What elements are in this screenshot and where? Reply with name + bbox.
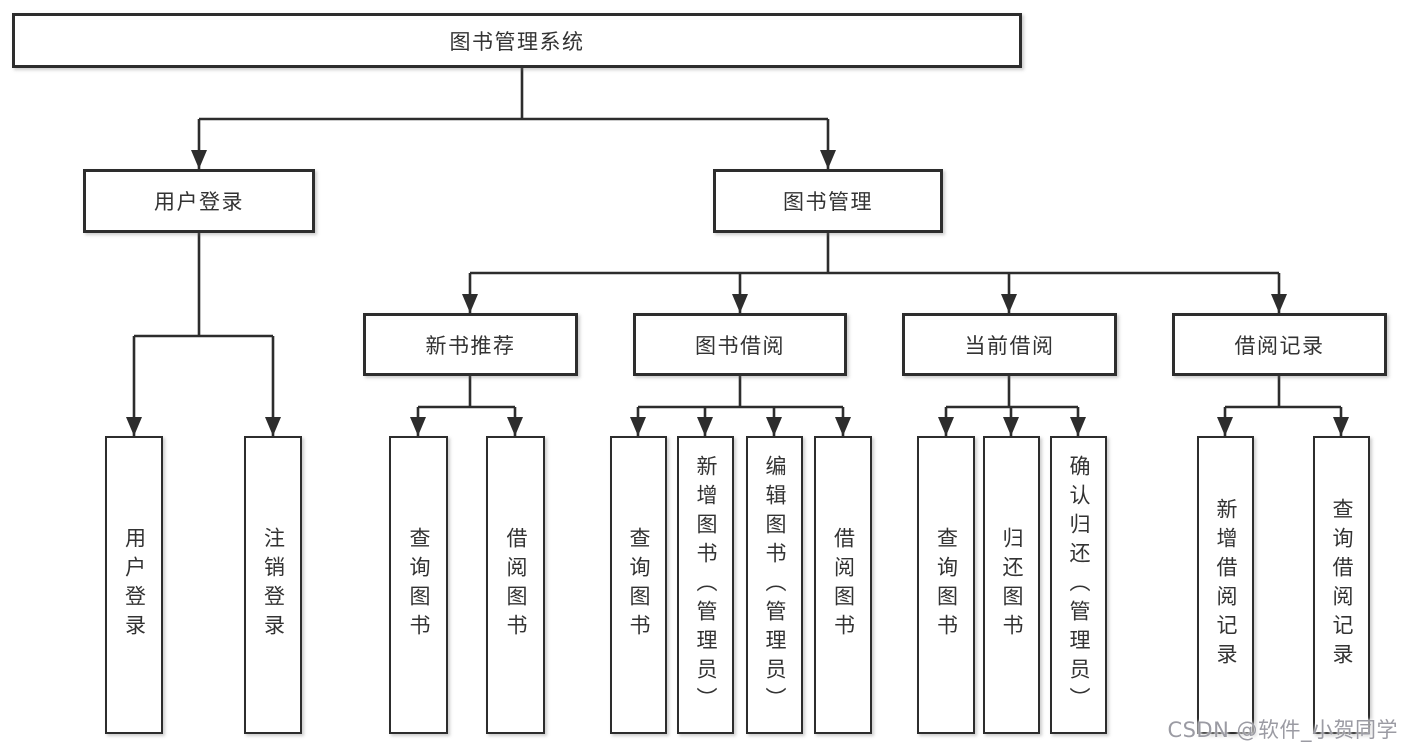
leaf-return-books-label: 归还图书 (1000, 527, 1024, 643)
node-book-management: 图书管理 (713, 169, 943, 233)
leaf-user-login-label: 用户登录 (122, 527, 147, 643)
leaf-borrow-books-b-label: 借阅图书 (831, 527, 856, 643)
leaf-add-books-admin: 新增图书（管理员） (677, 436, 734, 734)
node-current-borrow: 当前借阅 (902, 313, 1117, 376)
leaf-borrow-books-a-label: 借阅图书 (504, 527, 528, 643)
leaf-query-books-c: 查询图书 (917, 436, 975, 734)
leaf-borrow-books-b: 借阅图书 (814, 436, 872, 734)
connector-new-book-recommend-children (418, 376, 515, 409)
leaf-query-borrow-record: 查询借阅记录 (1313, 436, 1370, 734)
node-book-borrow: 图书借阅 (633, 313, 847, 376)
leaf-logout-login: 注销登录 (244, 436, 302, 734)
leaf-add-borrow-record: 新增借阅记录 (1197, 436, 1254, 734)
node-root: 图书管理系统 (12, 13, 1022, 68)
csdn-watermark: CSDN @软件_小贺同学 (1167, 718, 1398, 742)
leaf-user-login: 用户登录 (105, 436, 163, 734)
connector-current-borrow-children (946, 376, 1078, 409)
leaf-edit-books-admin-label: 编辑图书（管理员） (763, 454, 787, 716)
leaf-add-books-admin-label: 新增图书（管理员） (694, 454, 718, 716)
leaf-confirm-return-admin-label: 确认归还（管理员） (1067, 454, 1091, 716)
node-new-book-recommend: 新书推荐 (363, 313, 578, 376)
leaf-query-books-c-label: 查询图书 (934, 527, 959, 643)
connector-book-borrow-children (638, 376, 843, 409)
leaf-query-books-a-label: 查询图书 (407, 527, 431, 643)
leaf-confirm-return-admin: 确认归还（管理员） (1050, 436, 1107, 734)
node-user-login: 用户登录 (83, 169, 315, 233)
leaf-borrow-books-a: 借阅图书 (486, 436, 545, 734)
connector-borrow-records-children (1225, 376, 1341, 409)
leaf-edit-books-admin: 编辑图书（管理员） (746, 436, 803, 734)
leaf-query-books-b: 查询图书 (610, 436, 667, 734)
leaf-logout-login-label: 注销登录 (261, 527, 286, 643)
connector-user-login-children (134, 233, 273, 338)
leaf-query-borrow-record-label: 查询借阅记录 (1330, 498, 1354, 672)
leaf-query-books-b-label: 查询图书 (627, 527, 651, 643)
leaf-add-borrow-record-label: 新增借阅记录 (1214, 498, 1238, 672)
leaf-query-books-a: 查询图书 (389, 436, 448, 734)
connector-book-management-children (470, 233, 1279, 275)
node-borrow-records: 借阅记录 (1172, 313, 1387, 376)
connector-root-to-level2 (199, 68, 828, 121)
leaf-return-books: 归还图书 (983, 436, 1040, 734)
